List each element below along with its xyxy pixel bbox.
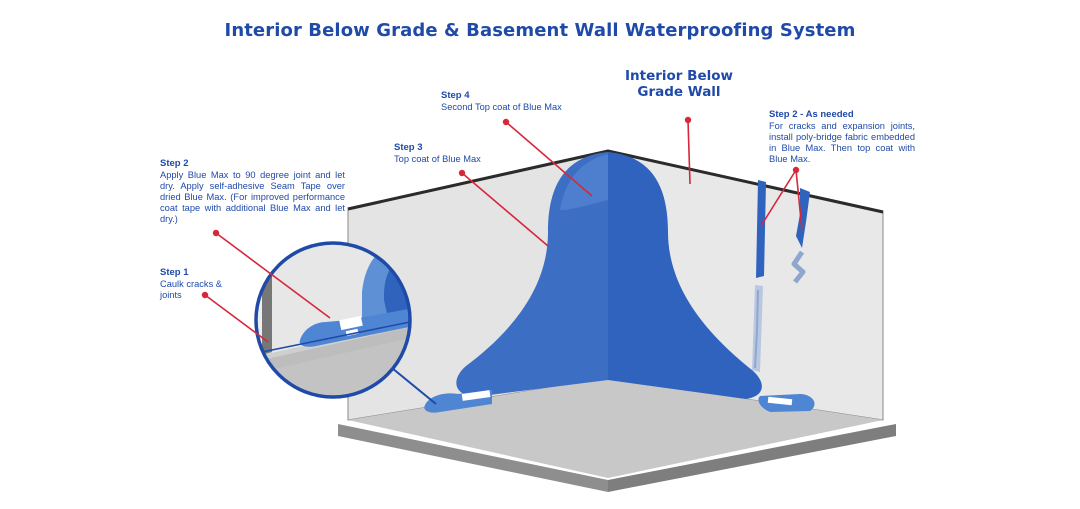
annotation-step2-left: Step 2 Apply Blue Max to 90 degree joint… — [160, 158, 345, 225]
annotation-step3: Step 3 Top coat of Blue Max — [394, 142, 514, 165]
wall-label: Interior Below Grade Wall — [625, 68, 733, 100]
magnifier-connector — [391, 367, 437, 405]
annotation-step2-right: Step 2 - As needed For cracks and expans… — [769, 109, 915, 165]
step2-left-text: Apply Blue Max to 90 degree joint and le… — [160, 170, 345, 224]
leader-step3 — [461, 172, 549, 247]
leader-step1 — [204, 294, 269, 343]
seam-tape-left — [461, 390, 491, 401]
expansion-joint-patch — [796, 188, 810, 248]
leader-lines — [201, 116, 803, 343]
step1-text: Caulk cracks & joints — [160, 279, 222, 300]
crack-fabric-strip — [756, 180, 766, 278]
blue-max-coating — [424, 152, 815, 413]
step4-title: Step 4 — [441, 90, 470, 101]
step4-text: Second Top coat of Blue Max — [441, 102, 562, 112]
leader-step2-right-b — [795, 169, 803, 231]
leader-dot-step1 — [201, 291, 209, 299]
floor-edge-right — [608, 424, 896, 492]
page-title: Interior Below Grade & Basement Wall Wat… — [224, 20, 856, 41]
expansion-joint-zigzag — [791, 250, 806, 284]
step1-title: Step 1 — [160, 267, 189, 278]
leader-step2-right-a — [760, 169, 797, 227]
step3-text: Top coat of Blue Max — [394, 154, 481, 164]
coating-right-half — [608, 152, 762, 399]
step2-right-title: Step 2 - As needed — [769, 109, 854, 120]
crack-repairs — [752, 180, 810, 372]
leader-step2-left — [215, 232, 331, 319]
wall-top-edge — [347, 149, 884, 214]
coating-left-half — [456, 152, 608, 397]
leader-dot-step2-left — [212, 229, 220, 237]
annotation-step1: Step 1 Caulk cracks & joints — [160, 267, 240, 301]
leader-step4 — [505, 121, 593, 197]
floor-edge-left — [338, 424, 608, 492]
step2-left-title: Step 2 — [160, 158, 189, 169]
seam-tape-right — [767, 396, 793, 406]
annotation-step4: Step 4 Second Top coat of Blue Max — [441, 90, 601, 113]
leader-dot-step3 — [458, 169, 466, 177]
crack-line — [754, 289, 759, 369]
leader-dot-step2-right — [792, 166, 800, 174]
magnifier-ring — [254, 241, 412, 399]
leader-wall — [687, 119, 691, 185]
leader-dot-wall — [684, 116, 692, 124]
step3-title: Step 3 — [394, 142, 423, 153]
coating-top-highlight — [560, 154, 608, 210]
step2-right-text: For cracks and expansion joints, install… — [769, 121, 915, 164]
leader-dot-step4 — [502, 118, 510, 126]
